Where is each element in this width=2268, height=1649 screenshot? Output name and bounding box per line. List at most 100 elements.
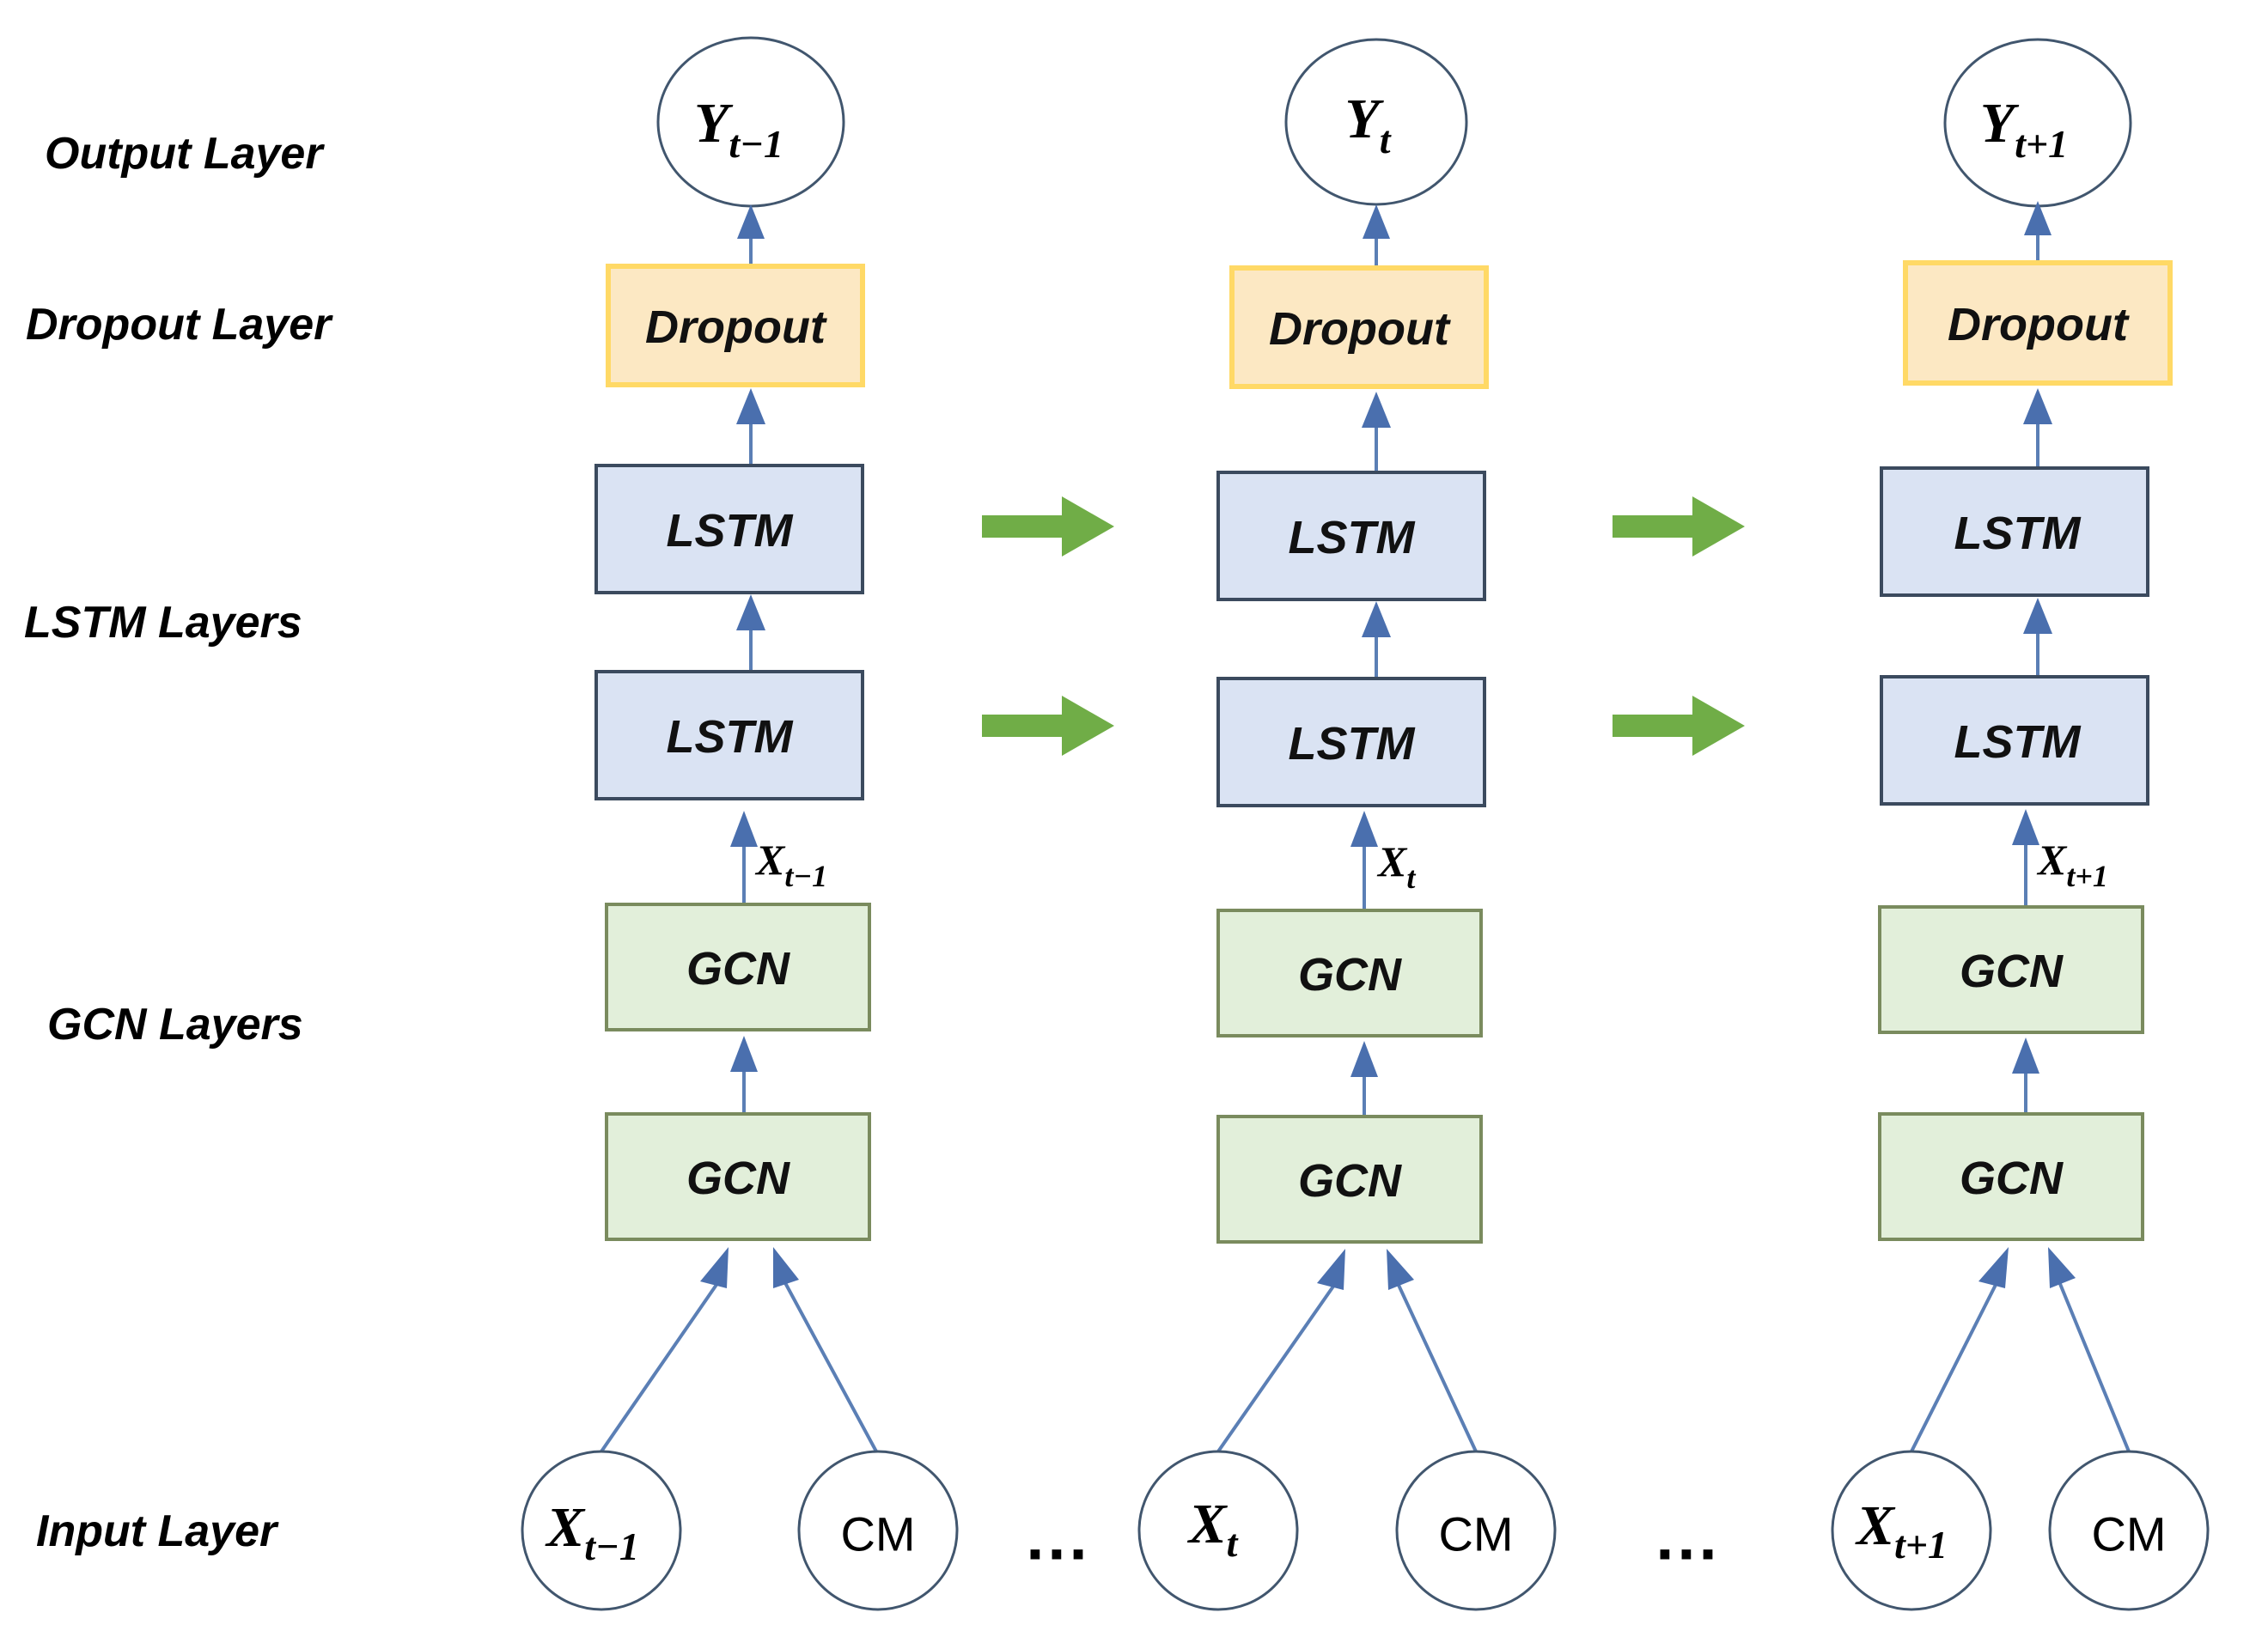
lstm-top-box-shape (1880, 466, 2149, 597)
output-node-label: Yt+1 (1980, 92, 2068, 166)
lstm-top-box-label: LSTM (667, 505, 794, 557)
recurrent-arrow-lstm-bottom-2[interactable] (1613, 696, 1745, 756)
input-node-cm-t-plus-1[interactable]: CM (2048, 1450, 2210, 1611)
flow-gcn-to-lstm-t: Xt (1350, 811, 1416, 910)
edge-label-x-t: Xt (1376, 837, 1416, 895)
ellipsis-separator-1: ... (1026, 1501, 1090, 1574)
lstm-top-box-t-plus-1[interactable]: LSTM (1880, 466, 2149, 597)
lstm-bottom-box-t-minus-1[interactable]: LSTM (594, 670, 864, 800)
output-node-t-plus-1[interactable]: Yt+1 (1943, 38, 2132, 208)
dropout-box-label: Dropout (645, 301, 827, 353)
arrow-head-icon (1350, 811, 1378, 847)
gcn-bottom-box-t-minus-1[interactable]: GCN (605, 1112, 871, 1241)
gcn-bottom-box-label: GCN (686, 1153, 790, 1204)
edge-label-x-t-plus-1: Xt+1 (2036, 836, 2108, 893)
recurrent-arrow-lstm-top-2[interactable] (1613, 496, 1745, 557)
gcn-top-box-t-plus-1[interactable]: GCN (1878, 905, 2144, 1034)
lstm-bottom-box-t-plus-1[interactable]: LSTM (1880, 675, 2149, 806)
output-node-label: Yt−1 (694, 92, 783, 166)
gcn-top-box-label: GCN (1298, 949, 1402, 1001)
dropout-box-t-minus-1[interactable]: Dropout (606, 264, 865, 387)
lstm-top-box-t-minus-1[interactable]: LSTM (594, 464, 864, 594)
gcn-top-box-shape (1216, 909, 1483, 1037)
dropout-box-t[interactable]: Dropout (1229, 265, 1489, 389)
dropout-box-label: Dropout (1948, 299, 2130, 350)
dropout-box-shape (1229, 265, 1489, 389)
lstm-top-box-label: LSTM (1289, 512, 1416, 563)
flow-input-cm-to-gcn-t (1387, 1249, 1478, 1452)
arrow-head-icon (2023, 388, 2052, 424)
arrow-head-icon (773, 1247, 799, 1288)
flow-lstm-to-dropout-t-minus-1 (736, 388, 765, 465)
dropout-box-shape (1903, 260, 2173, 386)
lstm-top-box-label: LSTM (1954, 508, 2082, 559)
right-block-arrow-icon (1613, 496, 1745, 557)
edge-label-x-t-minus-1: Xt−1 (754, 836, 827, 893)
input-node-cm-t[interactable]: CM (1395, 1450, 1557, 1611)
flow-input-x-to-gcn-t (1216, 1249, 1345, 1453)
recurrent-arrow-lstm-top-1[interactable] (982, 496, 1114, 557)
arrow-head-icon (1978, 1247, 2009, 1288)
flow-dropout-to-output-t (1363, 204, 1390, 268)
flow-gcn-bottom-to-top-t-minus-1 (730, 1036, 758, 1114)
input-node-label: Xt−1 (545, 1496, 639, 1568)
flow-dropout-to-output-t-plus-1 (2024, 201, 2052, 263)
input-node-circle (2048, 1450, 2210, 1611)
flow-gcn-bottom-to-top-t-plus-1 (2012, 1037, 2039, 1114)
recurrent-arrow-lstm-bottom-1[interactable] (982, 696, 1114, 756)
input-node-circle (1137, 1450, 1299, 1611)
lstm-bottom-box-t[interactable]: LSTM (1216, 677, 1486, 807)
gcn-bottom-box-label: GCN (1298, 1155, 1402, 1207)
flow-input-cm-to-gcn-t-minus-1 (773, 1247, 878, 1452)
lstm-bottom-box-label: LSTM (1289, 718, 1416, 770)
input-node-x-t[interactable]: Xt (1137, 1450, 1299, 1611)
dropout-box-label: Dropout (1269, 303, 1451, 355)
flow-lstm-to-dropout-t (1362, 392, 1391, 472)
gcn-top-box-shape (1878, 905, 2144, 1034)
input-node-cm-t-minus-1[interactable]: CM (797, 1450, 959, 1611)
arrow-head-icon (2023, 598, 2052, 634)
gcn-bottom-box-shape (605, 1112, 871, 1241)
flow-lstm-bottom-to-top-t (1362, 601, 1391, 678)
arrow-head-icon (737, 204, 765, 239)
output-node-t[interactable]: Yt (1284, 38, 1468, 206)
input-node-x-t-plus-1[interactable]: Xt+1 (1831, 1450, 1992, 1611)
flow-gcn-bottom-to-top-t (1350, 1041, 1378, 1117)
gcn-bottom-box-t[interactable]: GCN (1216, 1115, 1483, 1244)
arrow-head-icon (736, 388, 765, 424)
input-node-x-t-minus-1[interactable]: Xt−1 (521, 1450, 682, 1611)
output-node-t-minus-1[interactable]: Yt−1 (656, 36, 845, 208)
input-node-circle (1395, 1450, 1557, 1611)
gcn-top-box-t[interactable]: GCN (1216, 909, 1483, 1037)
arrow-head-icon (2012, 809, 2039, 845)
input-node-circle (797, 1450, 959, 1611)
gcn-top-box-label: GCN (1960, 946, 2064, 997)
right-block-arrow-icon (1613, 696, 1745, 756)
lstm-bottom-box-label: LSTM (667, 711, 794, 763)
gcn-bottom-box-t-plus-1[interactable]: GCN (1878, 1112, 2144, 1241)
arrow-head-icon (2012, 1037, 2039, 1074)
gcn-top-box-shape (605, 903, 871, 1031)
lstm-top-box-t[interactable]: LSTM (1216, 471, 1486, 601)
flow-lstm-bottom-to-top-t-plus-1 (2023, 598, 2052, 677)
gcn-bottom-box-label: GCN (1960, 1153, 2064, 1204)
flow-input-x-to-gcn-t-minus-1 (600, 1247, 729, 1453)
flow-input-x-to-gcn-t-plus-1 (1910, 1247, 2009, 1452)
row-label-dropout-layer: Dropout Layer (26, 300, 333, 350)
row-label-lstm-layers: LSTM Layers (24, 598, 302, 648)
ellipsis-separator-2: ... (1655, 1501, 1720, 1574)
dropout-box-t-plus-1[interactable]: Dropout (1903, 260, 2173, 386)
input-node-circle (521, 1450, 682, 1611)
gcn-top-box-t-minus-1[interactable]: GCN (605, 903, 871, 1031)
gcn-bottom-box-shape (1216, 1115, 1483, 1244)
dropout-box-shape (606, 264, 865, 387)
input-node-label: CM (2091, 1507, 2166, 1561)
flow-gcn-to-lstm-t-minus-1: Xt−1 (730, 811, 827, 904)
arrow-head-icon (730, 811, 758, 847)
arrow-head-icon (1350, 1041, 1378, 1077)
arrow-head-icon (1387, 1249, 1414, 1290)
arrow-head-icon (736, 594, 765, 630)
flow-lstm-to-dropout-t-plus-1 (2023, 388, 2052, 468)
